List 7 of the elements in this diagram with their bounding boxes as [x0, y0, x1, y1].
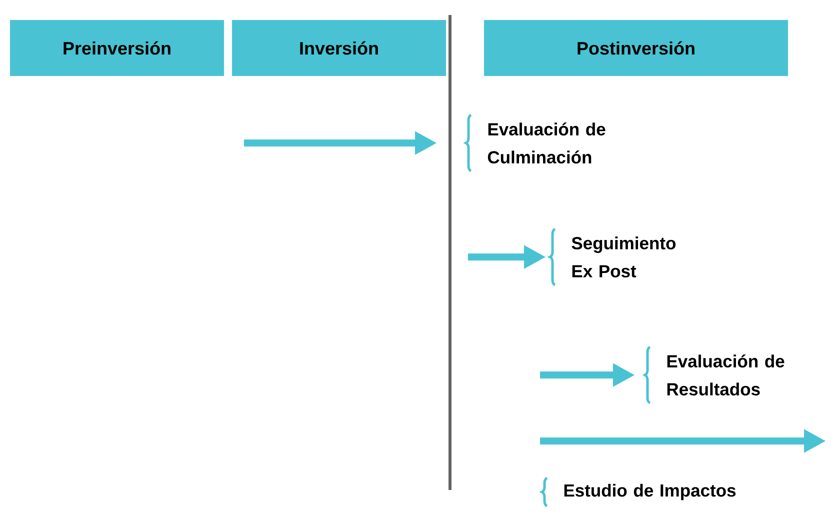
phase-header: Inversión [232, 20, 446, 76]
text-label: Evaluación de Culminación [488, 122, 606, 164]
text-label: Seguimiento Ex Post [572, 236, 676, 278]
text-label: Estudio de Impactos [564, 484, 736, 500]
phase-header: Preinversión [10, 20, 224, 76]
phase-header: Postinversión [484, 20, 788, 76]
text-label: Evaluación de Resultados [667, 354, 784, 396]
